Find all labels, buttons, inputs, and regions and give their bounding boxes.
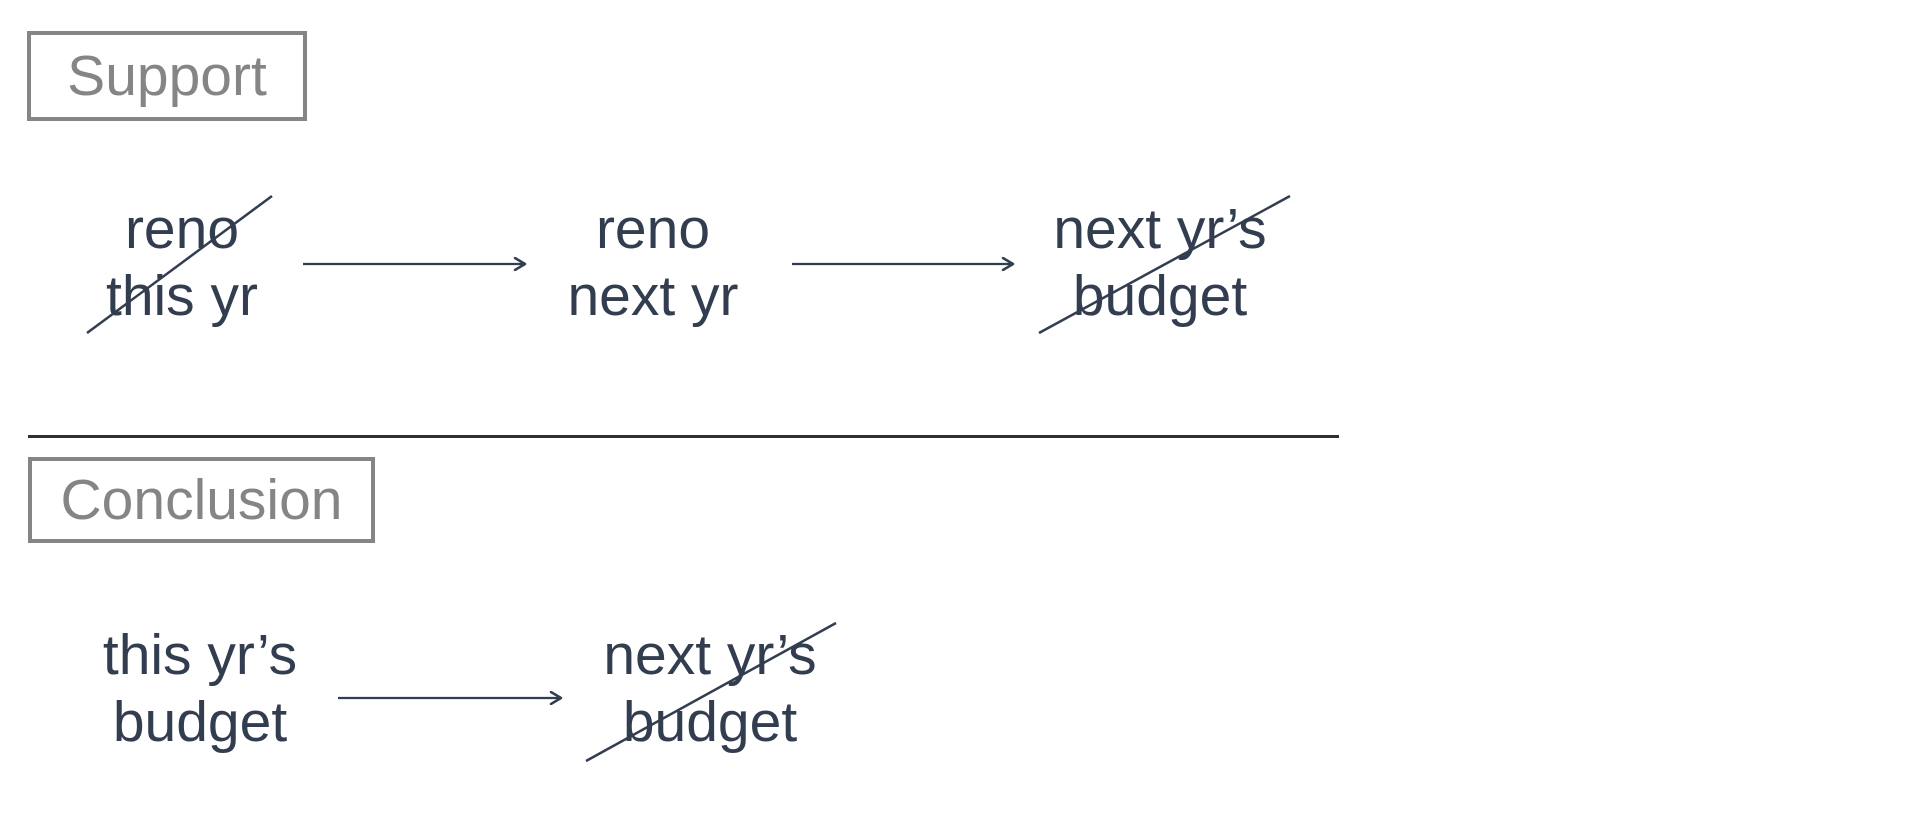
node-line-2: budget: [1072, 264, 1248, 328]
node-line-1: reno: [595, 197, 711, 261]
node-reno-this-yr: reno this yr: [62, 196, 302, 330]
node-reno-next-yr: reno next yr: [533, 196, 773, 330]
node-line-1: this yr’s: [102, 623, 298, 687]
node-line-1: reno: [124, 197, 240, 261]
node-next-yrs-budget-conclusion: next yr’s budget: [570, 622, 850, 756]
node-line-1: next yr’s: [603, 623, 817, 687]
node-line-1: next yr’s: [1053, 197, 1267, 261]
node-line-2: budget: [622, 690, 798, 754]
conclusion-section-label: Conclusion: [28, 457, 375, 543]
node-line-2: next yr: [567, 264, 739, 328]
node-this-yrs-budget: this yr’s budget: [60, 622, 340, 756]
node-line-2: budget: [112, 690, 288, 754]
section-divider: [28, 435, 1339, 438]
node-line-2: this yr: [105, 264, 259, 328]
node-next-yrs-budget-support: next yr’s budget: [1020, 196, 1300, 330]
support-section-label: Support: [27, 31, 307, 121]
conclusion-label-text: Conclusion: [60, 467, 343, 532]
support-label-text: Support: [67, 43, 267, 108]
